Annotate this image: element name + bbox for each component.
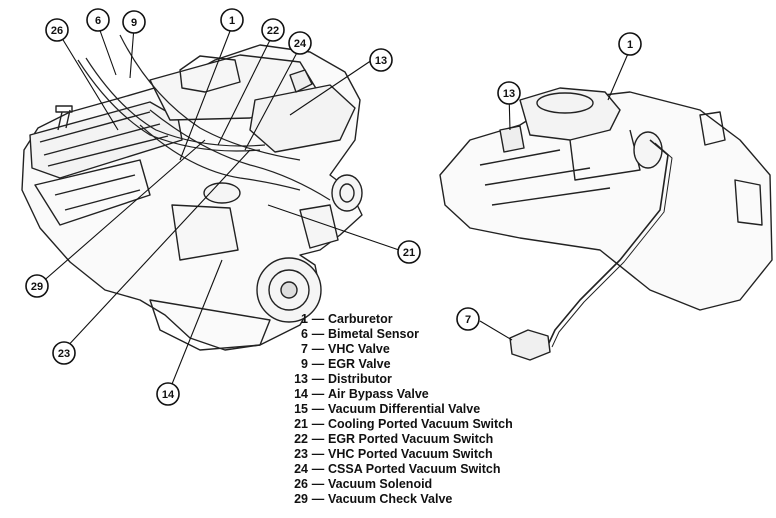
callout-26: 26: [51, 25, 63, 37]
legend-label: VHC Ported Vacuum Switch: [328, 447, 493, 461]
legend-number: 24: [294, 462, 308, 476]
legend-dash: —: [311, 372, 325, 386]
legend-dash: —: [311, 327, 325, 341]
legend-label: VHC Valve: [328, 342, 390, 356]
legend-item: 21—Cooling Ported Vacuum Switch: [254, 417, 554, 432]
legend-item: 13—Distributor: [254, 372, 554, 387]
legend-label: Distributor: [328, 372, 392, 386]
legend-item: 29—Vacuum Check Valve: [254, 492, 554, 507]
callout-24: 24: [294, 38, 307, 50]
callout-numbers: 26 6 9 1 22 24 13 21 29 23 14 1 13 7: [31, 15, 633, 401]
legend-number: 23: [294, 447, 308, 461]
legend-label: EGR Valve: [328, 357, 391, 371]
callout-23: 23: [58, 348, 70, 360]
legend-label: Bimetal Sensor: [328, 327, 420, 341]
callout-1-left: 1: [229, 15, 235, 27]
legend-number: 14: [294, 387, 308, 401]
callout-7: 7: [465, 314, 471, 326]
legend-dash: —: [311, 417, 325, 431]
legend-number: 21: [294, 417, 308, 431]
legend-number: 22: [294, 432, 308, 446]
legend-item: 26—Vacuum Solenoid: [254, 477, 554, 492]
callout-22: 22: [267, 25, 279, 37]
legend-item: 7—VHC Valve: [254, 342, 554, 357]
legend-dash: —: [311, 357, 325, 371]
callout-14: 14: [162, 389, 175, 401]
legend-dash: —: [311, 447, 325, 461]
left-engine-drawing: [21, 34, 363, 351]
legend-number: 9: [301, 357, 308, 371]
leader-lines: [39, 24, 631, 395]
callout-9: 9: [131, 17, 137, 29]
callout-circles: [25, 8, 642, 406]
legend-dash: —: [311, 492, 325, 506]
callout-29: 29: [31, 281, 43, 293]
legend-label: EGR Ported Vacuum Switch: [328, 432, 494, 446]
legend-number: 7: [301, 342, 308, 356]
legend-item: 6—Bimetal Sensor: [254, 327, 554, 342]
legend-label: Vacuum Check Valve: [328, 492, 453, 506]
legend-item: 22—EGR Ported Vacuum Switch: [254, 432, 554, 447]
legend-item: 24—CSSA Ported Vacuum Switch: [254, 462, 554, 477]
legend-item: 23—VHC Ported Vacuum Switch: [254, 447, 554, 462]
legend-number: 26: [294, 477, 308, 491]
callout-6: 6: [95, 15, 101, 27]
legend-label: Vacuum Solenoid: [328, 477, 433, 491]
legend-label: Vacuum Differential Valve: [328, 402, 481, 416]
legend-dash: —: [311, 432, 325, 446]
legend-label: CSSA Ported Vacuum Switch: [328, 462, 501, 476]
legend-dash: —: [311, 312, 325, 326]
legend-label: Cooling Ported Vacuum Switch: [328, 417, 513, 431]
legend-dash: —: [311, 402, 325, 416]
legend-number: 6: [301, 327, 308, 341]
legend-item: 14—Air Bypass Valve: [254, 387, 554, 402]
legend-number: 29: [294, 492, 308, 506]
callout-13-right: 13: [503, 88, 515, 100]
legend-label: Carburetor: [328, 312, 393, 326]
right-engine-drawing: [439, 87, 773, 361]
legend-dash: —: [311, 462, 325, 476]
callout-21: 21: [403, 247, 415, 259]
legend-dash: —: [311, 477, 325, 491]
legend-dash: —: [311, 387, 325, 401]
legend-number: 15: [294, 402, 308, 416]
callout-13-left: 13: [375, 55, 387, 67]
legend-label: Air Bypass Valve: [328, 387, 429, 401]
legend-item: 1—Carburetor: [254, 312, 554, 327]
legend-dash: —: [311, 342, 325, 356]
legend-item: 9—EGR Valve: [254, 357, 554, 372]
legend-number: 13: [294, 372, 308, 386]
legend-number: 1: [301, 312, 308, 326]
legend-item: 15—Vacuum Differential Valve: [254, 402, 554, 417]
callout-1-right: 1: [627, 39, 633, 51]
